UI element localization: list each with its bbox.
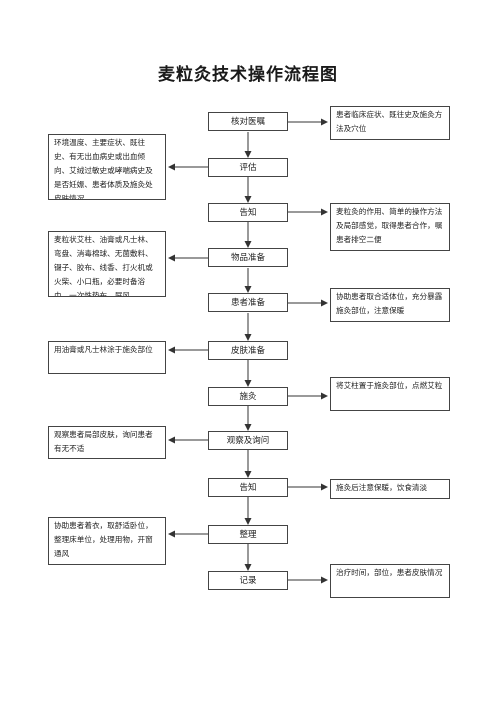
step-observe: 观察及询问	[208, 431, 288, 450]
note-assess: 环境温度、主要症状、既往史、有无出血病史或出血倾向、艾绒过敏史或哮喘病史及是否妊…	[48, 134, 166, 200]
note-record: 治疗时间，部位，患者皮肤情况	[330, 564, 450, 598]
note-inform: 麦粒灸的作用、简单的操作方法及局部感觉，取得患者合作，嘱患者排空二便	[330, 203, 450, 251]
step-prepare-skin: 皮肤准备	[208, 341, 288, 360]
step-record: 记录	[208, 571, 288, 590]
step-prepare-patient: 患者准备	[208, 293, 288, 312]
note-items: 麦粒状艾柱、油膏或凡士林、弯盘、消毒棉球、无菌敷料、镊子、胶布、线香、打火机或火…	[48, 231, 166, 297]
note-inform-after: 施灸后注意保暖，饮食清淡	[330, 479, 450, 499]
note-moxibustion: 将艾柱置于施灸部位，点燃艾粒	[330, 377, 450, 411]
step-tidy: 整理	[208, 525, 288, 544]
step-assess: 评估	[208, 158, 288, 177]
note-patient: 协助患者取合适体位，充分暴露施灸部位，注意保暖	[330, 288, 450, 322]
note-verify: 患者临床症状、既往史及施灸方法及穴位	[330, 106, 450, 140]
step-moxibustion: 施灸	[208, 387, 288, 406]
page-title: 麦粒灸技术操作流程图	[158, 65, 338, 85]
note-skin: 用油膏或凡士林涂于施灸部位	[48, 341, 166, 374]
step-inform-after: 告知	[208, 478, 288, 497]
step-prepare-items: 物品准备	[208, 248, 288, 267]
step-inform: 告知	[208, 203, 288, 222]
note-tidy: 协助患者着衣，取舒适卧位，整理床单位，处理用物，开窗通风	[48, 517, 166, 565]
step-verify-order: 核对医嘱	[208, 112, 288, 131]
note-observe: 观察患者局部皮肤，询问患者有无不适	[48, 426, 166, 459]
